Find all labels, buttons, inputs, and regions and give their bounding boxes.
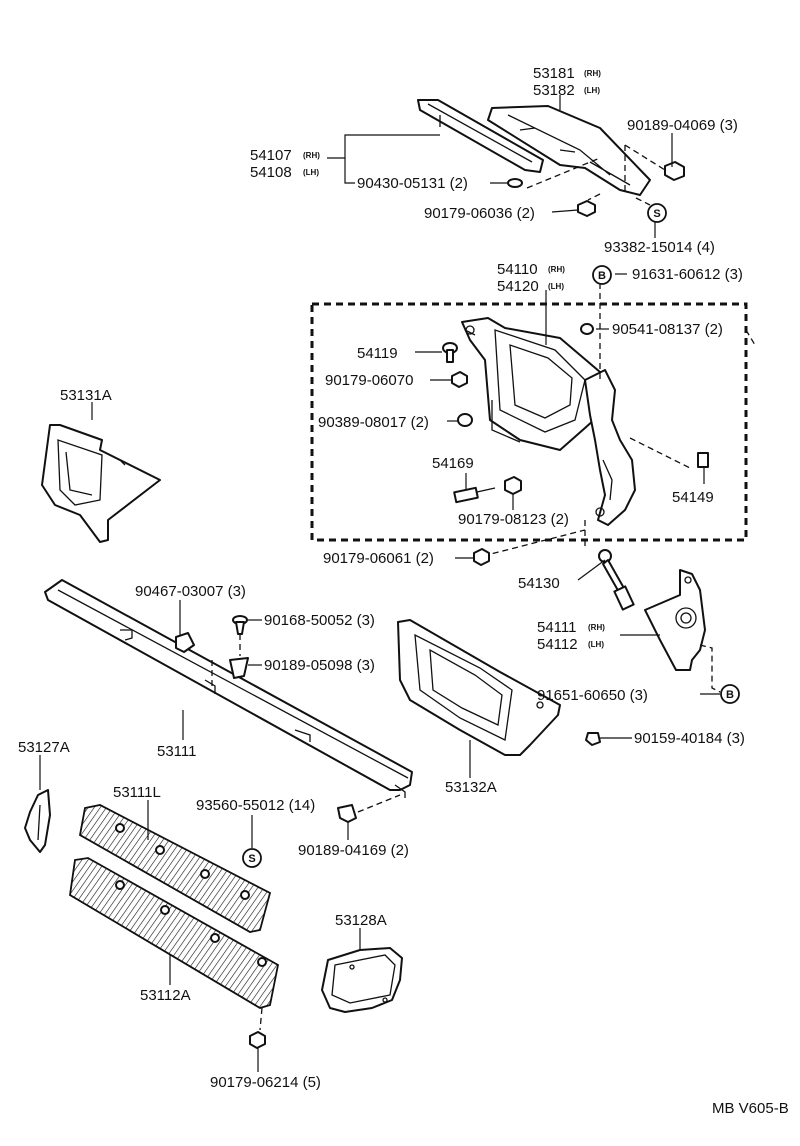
label-91651-60650: 91651-60650 (3) (537, 687, 648, 704)
label-90189-04069: 90189-04069 (3) (627, 117, 738, 134)
label-90179-06036: 90179-06036 (2) (424, 205, 535, 222)
svg-text:B: B (598, 270, 606, 282)
support-53111-part (44, 579, 413, 798)
label-54119: 54119 (357, 345, 398, 362)
support-53132A-part (397, 619, 561, 756)
label-93382-15014: 93382-15014 (4) (604, 239, 715, 256)
grille-53111L-part (78, 804, 272, 933)
label-90179-06214: 90179-06214 (5) (210, 1074, 321, 1091)
label-90467-03007: 90467-03007 (3) (135, 583, 246, 600)
bracket-54107-part (417, 99, 544, 173)
label-90179-08123: 90179-08123 (2) (458, 511, 569, 528)
nut-90189-04169 (337, 804, 357, 823)
nut-90179-06214 (249, 1031, 266, 1049)
piece-53127A-part (24, 789, 51, 853)
headlamp-housing-54110-part (461, 317, 636, 526)
label-90541-08137: 90541-08137 (2) (612, 321, 723, 338)
label-90179-06061: 90179-06061 (2) (323, 550, 434, 567)
label-54107: 54107 (250, 147, 292, 164)
clip-90189-05098 (229, 657, 249, 679)
label-90430-05131: 90430-05131 (2) (357, 175, 468, 192)
bolt-54119 (442, 342, 458, 363)
label-54107-rh: (RH) (303, 151, 320, 160)
bushing-90389-08017 (457, 413, 473, 427)
label-91631-60612: 91631-60612 (3) (632, 266, 743, 283)
nut-90541-08137 (580, 323, 594, 335)
label-54112: 54112 (537, 636, 578, 653)
bolt-54169 (453, 486, 496, 504)
support-53131A-part (41, 424, 161, 543)
label-54111: 54111 (537, 619, 577, 636)
clip-90430-05131 (507, 178, 523, 188)
clip-90168-50052 (232, 615, 248, 635)
label-93560-55012: 93560-55012 (14) (196, 797, 315, 814)
label-53182: 53182 (533, 82, 575, 99)
nut-90179-06061 (473, 548, 490, 566)
label-54120: 54120 (497, 278, 539, 295)
label-90189-05098: 90189-05098 (3) (264, 657, 375, 674)
label-90389-08017: 90389-08017 (2) (318, 414, 429, 431)
nut-90179-06036 (577, 200, 596, 217)
nut-90179-08123 (504, 476, 522, 495)
code-b-marker-top: B (592, 265, 612, 285)
label-53111: 53111 (157, 743, 197, 760)
label-53132A: 53132A (445, 779, 497, 796)
clip-90467-03007 (175, 632, 195, 653)
label-90168-50052: 90168-50052 (3) (264, 612, 375, 629)
label-54111-rh: (RH) (588, 623, 605, 632)
nut-90189-04069 (664, 161, 685, 181)
label-54108-lh: (LH) (303, 168, 319, 177)
grille-53112A-part (69, 857, 280, 1009)
label-53111L: 53111L (113, 784, 161, 801)
nut-90179-06070 (451, 371, 468, 388)
label-54112-lh: (LH) (588, 640, 604, 649)
code-b-marker-bottom: B (720, 684, 740, 704)
label-54110-rh: (RH) (548, 265, 565, 274)
footer-code: MB V605-B (712, 1100, 789, 1117)
label-53127A: 53127A (18, 739, 70, 756)
label-54110: 54110 (497, 261, 538, 278)
code-s-marker-bottom: S (242, 848, 262, 868)
leader-lines (39, 95, 720, 1072)
svg-text:S: S (248, 853, 255, 865)
label-90179-06070: 90179-06070 (325, 372, 413, 389)
assembly-group-box (310, 302, 748, 542)
label-54169: 54169 (432, 455, 474, 472)
label-54149: 54149 (672, 489, 714, 506)
label-53128A: 53128A (335, 912, 387, 929)
label-54130: 54130 (518, 575, 560, 592)
code-s-marker-top: S (647, 203, 667, 223)
label-90159-40184: 90159-40184 (3) (634, 730, 745, 747)
screw-54149 (697, 452, 709, 468)
svg-text:B: B (726, 689, 734, 701)
label-53181: 53181 (533, 65, 575, 82)
label-53182-lh: (LH) (584, 86, 600, 95)
seal-53181-part (487, 105, 651, 196)
svg-text:S: S (653, 208, 660, 220)
label-90189-04169: 90189-04169 (2) (298, 842, 409, 859)
bracket-54111-part (644, 569, 706, 671)
label-53112A: 53112A (140, 987, 191, 1004)
label-54120-lh: (LH) (548, 282, 564, 291)
bolt-90159-40184 (585, 732, 601, 746)
label-54108: 54108 (250, 164, 292, 181)
label-53181-rh: (RH) (584, 69, 601, 78)
cover-53128A-part (321, 947, 403, 1013)
rod-54130-part (598, 549, 635, 611)
label-53131A: 53131A (60, 387, 112, 404)
